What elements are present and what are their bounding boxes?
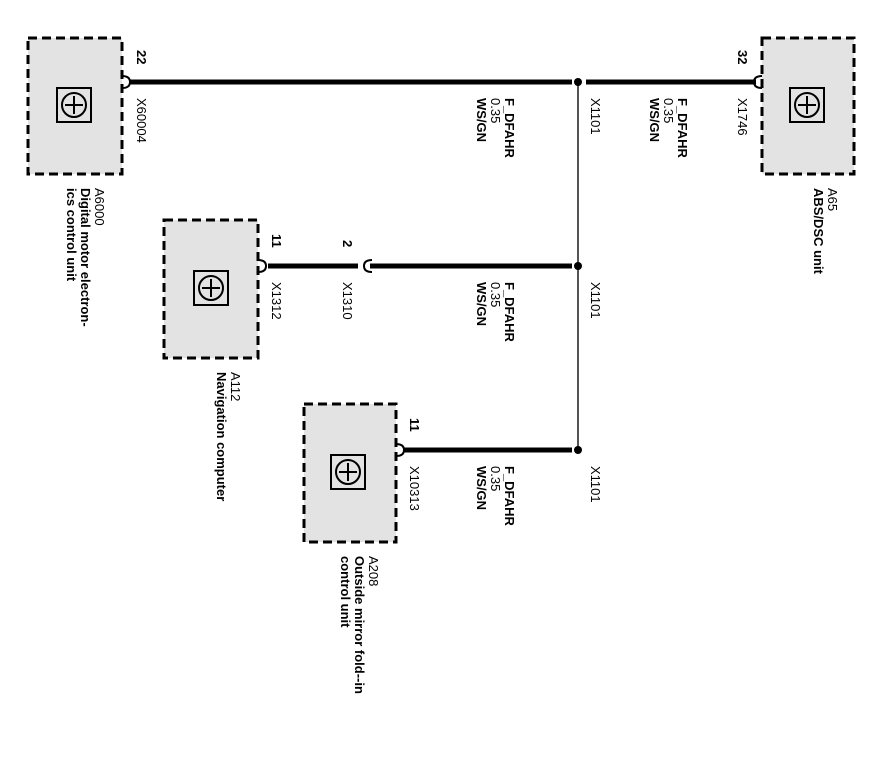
svg-text:F_DFAHR: F_DFAHR — [675, 98, 690, 159]
splice-point — [574, 78, 582, 86]
svg-text:control unit: control unit — [338, 556, 353, 628]
svg-text:0.35: 0.35 — [661, 98, 676, 123]
svg-text:0.35: 0.35 — [488, 466, 503, 491]
control-unit-symbol-icon — [330, 454, 366, 490]
pin-number: 11 — [407, 418, 422, 432]
splice-label: X1101 — [588, 98, 603, 135]
component-a208 — [302, 402, 398, 544]
connector-label: X1312 — [269, 282, 284, 320]
connector-pin-icon — [362, 259, 373, 273]
component-description-a65: A65 ABS/DSC unit — [811, 188, 840, 275]
component-a112 — [162, 218, 260, 360]
connector-label: X1746 — [735, 98, 750, 136]
svg-text:F_DFAHR: F_DFAHR — [502, 98, 517, 159]
component-a65 — [760, 36, 856, 176]
control-unit-symbol-icon — [56, 87, 92, 123]
wire-label: F_DFAHR 0.35 WS/GN — [647, 98, 690, 159]
svg-text:F_DFAHR: F_DFAHR — [502, 466, 517, 527]
svg-text:ABS/DSC unit: ABS/DSC unit — [811, 188, 826, 275]
component-description-a208: A208 Outside mirror fold--in control uni… — [338, 556, 381, 694]
splice-point — [574, 262, 582, 270]
svg-text:WS/GN: WS/GN — [647, 98, 662, 142]
svg-text:WS/GN: WS/GN — [474, 98, 489, 142]
splice-label: X1101 — [588, 466, 603, 503]
control-unit-symbol-icon — [193, 270, 229, 306]
wire-label: F_DFAHR 0.35 WS/GN — [474, 466, 517, 527]
svg-text:Outside mirror fold--in: Outside mirror fold--in — [352, 556, 367, 694]
svg-text:Navigation computer: Navigation computer — [214, 372, 229, 501]
pin-number: 2 — [340, 240, 355, 247]
wire-label: F_DFAHR 0.35 WS/GN — [474, 98, 517, 159]
svg-text:ics control unit: ics control unit — [64, 188, 79, 282]
component-description-a6000: A6000 Digital motor electron- ics contro… — [64, 188, 107, 327]
svg-text:0.35: 0.35 — [488, 98, 503, 123]
control-unit-symbol-icon — [789, 87, 825, 123]
connector-pin-icon — [752, 75, 763, 89]
svg-text:WS/GN: WS/GN — [474, 282, 489, 326]
svg-text:0.35: 0.35 — [488, 282, 503, 307]
splice-label: X1101 — [588, 282, 603, 319]
connector-pin-icon — [257, 259, 268, 273]
component-a6000 — [26, 36, 124, 176]
pin-number: 32 — [735, 50, 750, 64]
svg-text:WS/GN: WS/GN — [474, 466, 489, 510]
connector-label: X1310 — [340, 282, 355, 320]
connector-label: X10313 — [407, 466, 422, 511]
svg-text:A208: A208 — [366, 556, 381, 586]
connector-pin-icon — [395, 443, 406, 457]
pin-number: 22 — [134, 50, 149, 64]
pin-number: 11 — [269, 234, 284, 248]
connector-pin-icon — [121, 75, 132, 89]
svg-text:A6000: A6000 — [92, 188, 107, 226]
svg-text:F_DFAHR: F_DFAHR — [502, 282, 517, 343]
svg-text:A112: A112 — [228, 372, 243, 401]
svg-text:A65: A65 — [825, 188, 840, 211]
svg-text:Digital motor electron-: Digital motor electron- — [78, 188, 93, 327]
component-description-a112: A112 Navigation computer — [214, 372, 243, 501]
wire-label: F_DFAHR 0.35 WS/GN — [474, 282, 517, 343]
connector-label: X60004 — [134, 98, 149, 143]
splice-point — [574, 446, 582, 454]
